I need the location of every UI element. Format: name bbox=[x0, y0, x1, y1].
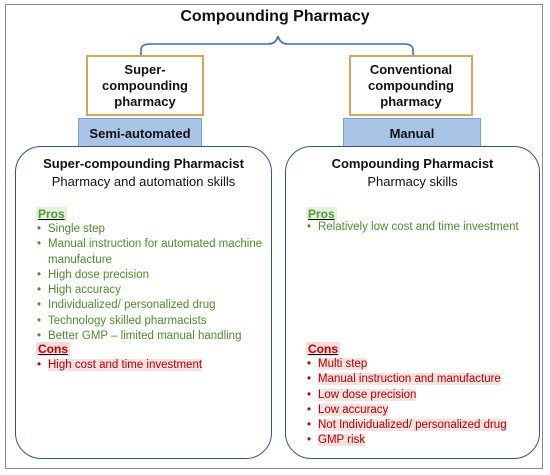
conventional-compounding-pharmacy-box: Conventional compounding pharmacy bbox=[349, 55, 473, 116]
diagram-title: Compounding Pharmacy bbox=[180, 8, 370, 25]
right-cons-list: Multi step Manual instruction and manufa… bbox=[306, 357, 534, 449]
list-item: Better GMP – limited manual handling bbox=[36, 329, 276, 345]
list-item: Manual instruction and manufacture bbox=[306, 372, 534, 388]
left-pros-list: Single step Manual instruction for autom… bbox=[36, 222, 276, 345]
left-cons-heading: Cons bbox=[36, 342, 70, 356]
super-compounding-pharmacy-label: Super-compounding pharmacy bbox=[102, 61, 188, 109]
list-item: Multi step bbox=[306, 357, 534, 373]
list-item-text: Low accuracy bbox=[318, 403, 389, 416]
super-compounding-pharmacy-box: Super-compounding pharmacy bbox=[86, 55, 204, 116]
list-item: High dose precision bbox=[36, 268, 276, 284]
manual-tag: Manual bbox=[343, 118, 481, 148]
manual-label: Manual bbox=[389, 125, 435, 141]
left-skills: Pharmacy and automation skills bbox=[51, 174, 236, 189]
list-item: Low accuracy bbox=[306, 403, 534, 418]
list-item: Manual instruction for automated machine… bbox=[36, 237, 276, 268]
left-pros-heading: Pros bbox=[36, 207, 67, 221]
right-cons-label: Cons bbox=[306, 342, 340, 356]
list-item-text: GMP risk bbox=[318, 434, 366, 447]
list-item-text: Not Individualized/ personalized drug bbox=[318, 419, 507, 432]
right-cons-heading: Cons bbox=[306, 342, 340, 356]
list-item: Relatively low cost and time investment bbox=[306, 220, 536, 236]
right-role: Compounding Pharmacist bbox=[331, 156, 494, 171]
conventional-compounding-pharmacy-label: Conventional compounding pharmacy bbox=[368, 61, 454, 109]
list-item: Single step bbox=[36, 222, 276, 238]
list-item: Technology skilled pharmacists bbox=[36, 314, 276, 330]
left-role: Super-compounding Pharmacist bbox=[43, 156, 244, 171]
right-pros-list: Relatively low cost and time investment bbox=[306, 220, 536, 236]
list-item-text: Multi step bbox=[318, 358, 368, 370]
brace-connector bbox=[140, 35, 414, 58]
list-item-text: Low dose precision bbox=[318, 388, 417, 401]
left-pros-label: Pros bbox=[36, 207, 67, 221]
list-item-text: High cost and time investment bbox=[48, 359, 203, 371]
list-item: High cost and time investment bbox=[36, 358, 261, 374]
list-item: Individualized/ personalized drug bbox=[36, 298, 276, 314]
list-item: Low dose precision bbox=[306, 388, 534, 403]
left-cons-label: Cons bbox=[36, 342, 70, 356]
left-cons-list: High cost and time investment bbox=[36, 358, 261, 374]
list-item: GMP risk bbox=[306, 433, 534, 449]
list-item: High accuracy bbox=[36, 283, 276, 299]
right-skills: Pharmacy skills bbox=[367, 174, 458, 189]
right-pros-heading: Pros bbox=[306, 207, 337, 221]
semi-automated-tag: Semi-automated bbox=[78, 118, 202, 148]
list-item-text: Manual instruction and manufacture bbox=[318, 373, 501, 386]
semi-automated-label: Semi-automated bbox=[89, 125, 191, 141]
right-pros-label: Pros bbox=[306, 207, 337, 221]
list-item: Not Individualized/ personalized drug bbox=[306, 418, 534, 434]
